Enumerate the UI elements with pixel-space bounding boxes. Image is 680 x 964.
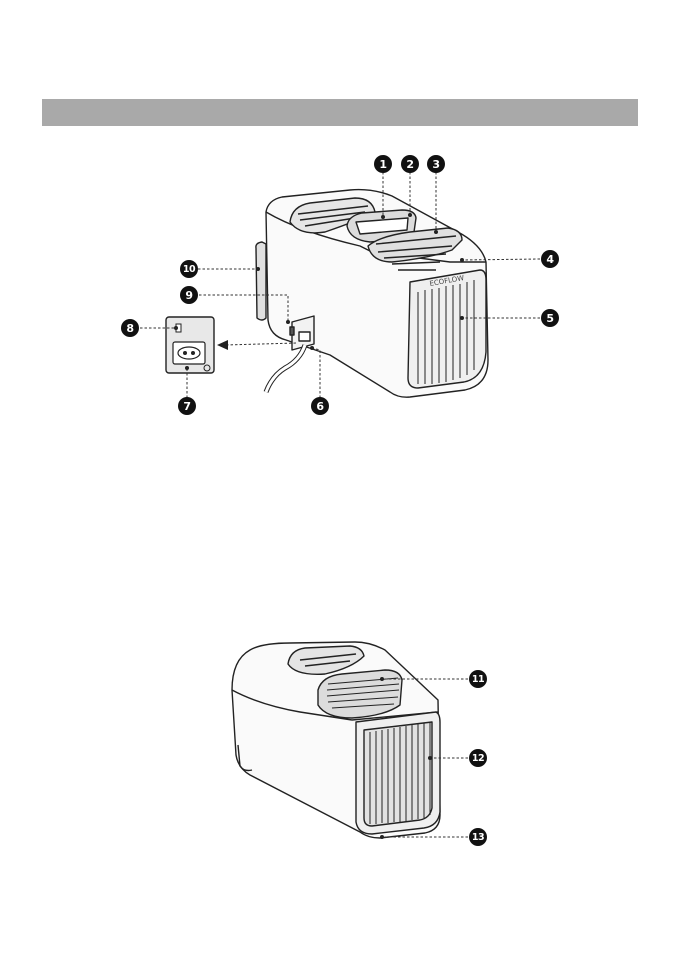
callout-1: 1 xyxy=(374,155,392,173)
device-front-view-illustration: ECOFLOW xyxy=(0,0,680,440)
callout-8: 8 xyxy=(121,319,139,337)
callout-5: 5 xyxy=(541,309,559,327)
callout-11: 11 xyxy=(469,670,487,688)
callout-6: 6 xyxy=(311,397,329,415)
callout-3: 3 xyxy=(427,155,445,173)
callout-2: 2 xyxy=(401,155,419,173)
inset-power-panel xyxy=(166,317,214,373)
callout-13: 13 xyxy=(469,828,487,846)
callout-10: 10 xyxy=(180,260,198,278)
callout-4: 4 xyxy=(541,250,559,268)
callout-12: 12 xyxy=(469,749,487,767)
callout-7: 7 xyxy=(178,397,196,415)
callout-9: 9 xyxy=(180,286,198,304)
